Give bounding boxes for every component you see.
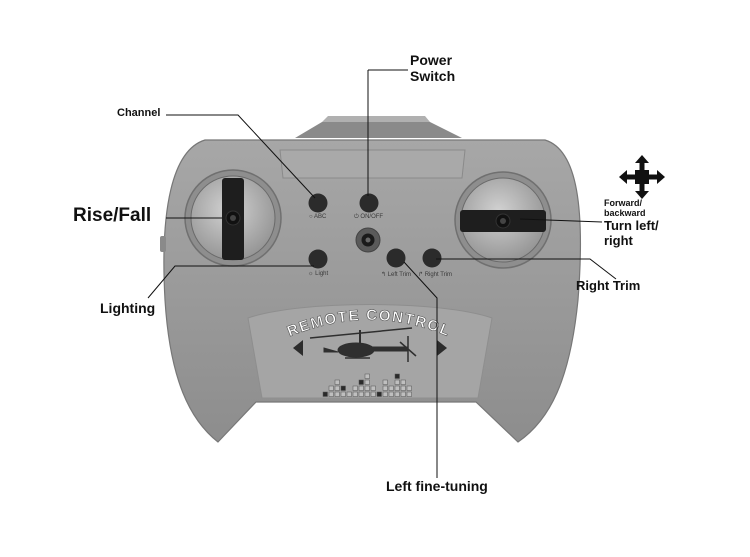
light-button-label: ☼ Light [308,271,329,277]
led-cell [346,391,352,397]
channel-callout: Channel [117,107,161,119]
led-cell [394,385,400,391]
led-cell [370,385,376,391]
led-cell [334,385,340,391]
led-cell [358,391,364,397]
left-trim-label: ↰ Left Trim [381,272,412,278]
led-cell [400,379,406,385]
turn-left-right-callout: Turn left/ right [604,218,659,248]
forward-backward-callout: Forward/ backward [604,198,646,219]
led-cell [352,391,358,397]
led-cell [364,373,370,379]
led-cell [406,385,412,391]
power-button-label: ⏻ ON/OFF [354,214,384,220]
light-button[interactable] [308,249,328,269]
four-way-arrows-icon [619,155,665,199]
led-cell [340,385,346,391]
led-cell [394,379,400,385]
antenna-housing [295,116,462,138]
abc-button[interactable] [308,193,328,213]
left-joystick[interactable] [184,169,282,267]
led-cell [322,391,328,397]
led-cell [364,379,370,385]
rise-fall-callout: Rise/Fall [73,205,152,226]
led-cell [340,391,346,397]
power-button[interactable] [359,193,379,213]
led-cell [382,385,388,391]
led-cell [328,385,334,391]
led-cell [352,385,358,391]
led-cell [328,391,334,397]
leader-lines [147,69,617,478]
led-cell [334,379,340,385]
right-arrow-icon [437,340,447,356]
power-switch-callout: Power Switch [410,52,456,85]
left-arrow-icon [293,340,303,356]
led-cell [388,391,394,397]
top-plate [279,149,466,179]
led-cell [358,385,364,391]
led-cell [358,379,364,385]
charge-port[interactable] [355,227,381,253]
led-grid-icon [322,373,412,397]
led-cell [382,391,388,397]
led-cell [406,391,412,397]
led-cell [376,391,382,397]
led-cell [394,373,400,379]
right-trim-button[interactable] [422,248,442,268]
led-cell [388,385,394,391]
led-cell [364,385,370,391]
abc-button-label: ○ ABC [309,214,327,220]
led-cell [400,391,406,397]
left-fine-tuning-callout: Left fine-tuning [386,478,488,494]
lighting-callout: Lighting [100,300,156,316]
side-port [160,236,166,252]
led-cell [394,391,400,397]
led-cell [382,379,388,385]
right-trim-callout: Right Trim [576,278,641,293]
led-cell [334,391,340,397]
led-cell [370,391,376,397]
right-trim-label: ↱ Right Trim [418,272,453,278]
led-cell [400,385,406,391]
led-cell [364,391,370,397]
left-trim-button[interactable] [386,248,406,268]
helicopter-icon [309,327,417,362]
